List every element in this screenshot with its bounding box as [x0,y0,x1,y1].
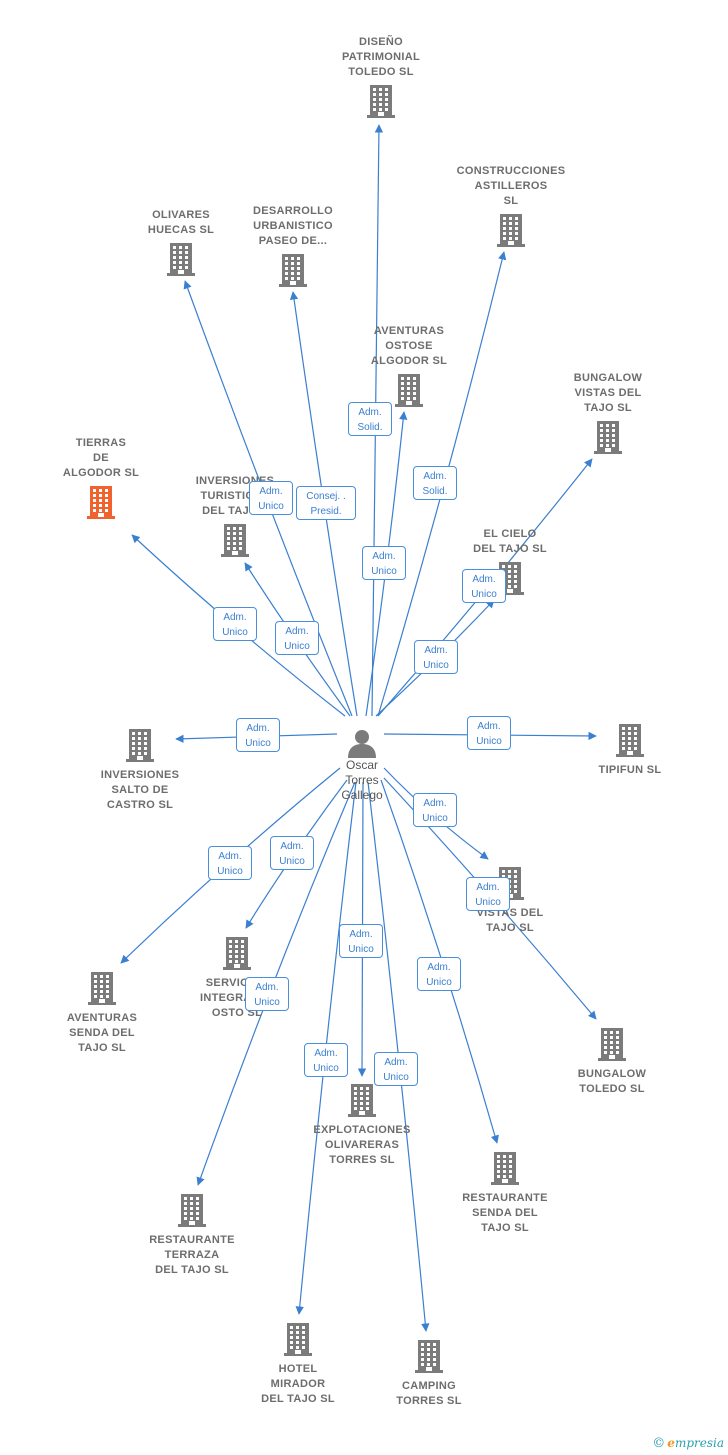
company-label: AVENTURAS SENDA DEL TAJO SL [66,1012,138,1054]
company-label: BUNGALOW TOLEDO SL [577,1068,647,1095]
brand-initial: e [667,1436,675,1450]
role-badge-el_cielo[interactable]: Adm. Unico [414,640,458,674]
company-node-tipifun[interactable]: TIPIFUN SL [550,723,710,778]
person-icon [348,730,376,758]
company-node-tierras[interactable]: TIERRAS DE ALGODOR SL [21,436,181,519]
role-badge-aventuras_ostose[interactable]: Adm. Unico [362,546,406,580]
company-node-aventuras_senda[interactable]: AVENTURAS SENDA DEL TAJO SL [22,971,182,1056]
company-label: SERVICIOS INTEGRALES OSTO SL [200,977,274,1019]
building-icon [415,1340,443,1373]
role-badge-explotaciones[interactable]: Adm. Unico [339,924,383,958]
role-badge-diseno[interactable]: Adm. Solid. [348,402,392,436]
company-label: EXPLOTACIONES OLIVARERAS TORRES SL [313,1124,411,1166]
role-badge-desarrollo[interactable]: Consej. . Presid. [296,486,356,520]
role-badge-restaurante_terraza[interactable]: Adm. Unico [245,977,289,1011]
role-badge-inversiones_turisticas[interactable]: Adm. Unico [275,621,319,655]
building-icon [88,972,116,1005]
company-label: DESARROLLO URBANISTICO PASEO DE... [253,205,333,247]
role-badge-restaurante_senda[interactable]: Adm. Unico [417,957,461,991]
role-badge-camping[interactable]: Adm. Unico [374,1052,418,1086]
building-icon [126,729,154,762]
building-icon [594,421,622,454]
brand-watermark: ©empresia [652,1436,724,1451]
role-badge-servicios[interactable]: Adm. Unico [270,836,314,870]
building-icon [497,214,525,247]
company-label: OLIVARES HUECAS SL [147,209,215,236]
role-badge-olivares[interactable]: Adm. Unico [249,481,293,515]
company-label: TIERRAS DE ALGODOR SL [62,437,140,479]
building-icon [395,374,423,407]
building-icon [348,1084,376,1117]
building-icon [616,724,644,757]
company-label: DISEÑO PATRIMONIAL TOLEDO SL [341,36,421,78]
copyright-symbol: © [652,1436,666,1451]
company-node-camping[interactable]: CAMPING TORRES SL [349,1339,509,1409]
company-node-bungalow_toledo[interactable]: BUNGALOW TOLEDO SL [532,1027,692,1097]
role-badge-aventuras_senda[interactable]: Adm. Unico [208,846,252,880]
company-label: RESTAURANTE SENDA DEL TAJO SL [462,1192,548,1234]
role-badge-bungalow_vistas[interactable]: Adm. Unico [462,569,506,603]
building-icon [167,243,195,276]
company-node-desarrollo[interactable]: DESARROLLO URBANISTICO PASEO DE... [213,204,373,287]
company-node-restaurante_terraza[interactable]: RESTAURANTE TERRAZA DEL TAJO SL [112,1193,272,1278]
role-badge-construcciones[interactable]: Adm. Solid. [413,466,457,500]
building-icon [367,85,395,118]
company-node-vistas_tajo[interactable]: VISTAS DEL TAJO SL [430,866,590,936]
company-node-olivares[interactable]: OLIVARES HUECAS SL [101,208,261,276]
company-label: RESTAURANTE TERRAZA DEL TAJO SL [149,1234,235,1276]
role-badge-hotel[interactable]: Adm. Unico [304,1043,348,1077]
company-node-diseno[interactable]: DISEÑO PATRIMONIAL TOLEDO SL [301,35,461,118]
company-node-hotel[interactable]: HOTEL MIRADOR DEL TAJO SL [218,1322,378,1407]
role-badge-vistas_tajo[interactable]: Adm. Unico [413,793,457,827]
building-icon [87,486,115,519]
company-node-aventuras_ostose[interactable]: AVENTURAS OSTOSE ALGODOR SL [329,324,489,407]
building-icon [221,524,249,557]
center-person-label: Oscar Torres Gallego [341,758,383,802]
company-label: INVERSIONES SALTO DE CASTRO SL [100,769,180,811]
company-label: CAMPING TORRES SL [396,1380,462,1407]
company-node-explotaciones[interactable]: EXPLOTACIONES OLIVARERAS TORRES SL [282,1083,442,1168]
center-person-node[interactable]: Oscar Torres Gallego [317,728,407,803]
company-label: AVENTURAS OSTOSE ALGODOR SL [370,325,448,367]
building-icon [178,1194,206,1227]
building-icon [491,1152,519,1185]
role-badge-bungalow_toledo[interactable]: Adm. Unico [466,877,510,911]
role-badge-tipifun[interactable]: Adm. Unico [467,716,511,750]
company-node-restaurante_senda[interactable]: RESTAURANTE SENDA DEL TAJO SL [425,1151,585,1236]
company-label: VISTAS DEL TAJO SL [476,907,544,934]
role-badge-inversiones_salto[interactable]: Adm. Unico [236,718,280,752]
company-label: TIPIFUN SL [598,764,662,776]
company-node-inversiones_salto[interactable]: INVERSIONES SALTO DE CASTRO SL [60,728,220,813]
role-badge-tierras[interactable]: Adm. Unico [213,607,257,641]
building-icon [279,254,307,287]
company-label: HOTEL MIRADOR DEL TAJO SL [261,1363,335,1405]
building-icon [223,937,251,970]
brand-name: mpresia [674,1436,724,1450]
company-label: BUNGALOW VISTAS DEL TAJO SL [573,372,643,414]
company-node-construcciones[interactable]: CONSTRUCCIONES ASTILLEROS SL [431,164,591,247]
building-icon [598,1028,626,1061]
company-label: CONSTRUCCIONES ASTILLEROS SL [456,165,566,207]
company-node-servicios[interactable]: SERVICIOS INTEGRALES OSTO SL [157,936,317,1021]
company-node-el_cielo[interactable]: EL CIELO DEL TAJO SL [430,527,590,595]
building-icon [284,1323,312,1356]
company-label: EL CIELO DEL TAJO SL [473,528,547,555]
company-node-bungalow_vistas[interactable]: BUNGALOW VISTAS DEL TAJO SL [528,371,688,454]
